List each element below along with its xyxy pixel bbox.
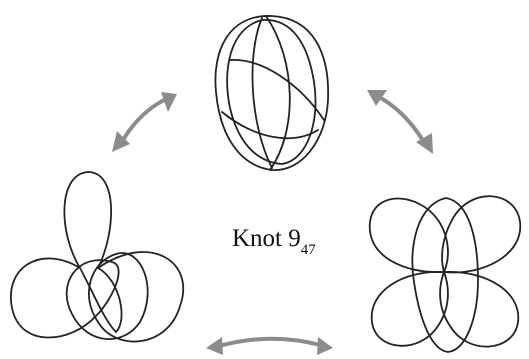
knot-top-outer-strand	[214, 15, 329, 171]
knot-title: Knot 947	[232, 226, 316, 258]
knot-right-lobe-bottom-right	[439, 271, 520, 348]
knot-right-lobe-top-right	[441, 195, 521, 274]
knot-projection-left	[9, 171, 185, 343]
knot-projection-right	[369, 195, 521, 353]
knot-top-lens-left	[251, 17, 273, 169]
knot-title-subscript: 47	[300, 242, 316, 258]
knot-right-lobe-bottom-left	[370, 271, 449, 347]
knot-title-prefix: Knot 9	[232, 225, 301, 252]
knot-projection-top	[214, 15, 329, 171]
double-arrow-top-left	[112, 92, 177, 152]
knot-right-lobe-top-left	[369, 197, 449, 273]
knot-top-lens-right	[265, 15, 291, 171]
knot-left-outer-strand	[9, 251, 185, 343]
knot-top-cross-a	[229, 59, 325, 121]
knot-right-central-loop	[411, 197, 479, 353]
knot-top-second-strand	[226, 19, 317, 165]
knot-left-inner-strand	[79, 267, 123, 334]
knot-top-cross-b	[221, 111, 319, 140]
double-arrow-top-right	[367, 90, 433, 154]
double-arrow-bottom	[206, 336, 333, 355]
knot-left-top-loop	[63, 171, 112, 269]
